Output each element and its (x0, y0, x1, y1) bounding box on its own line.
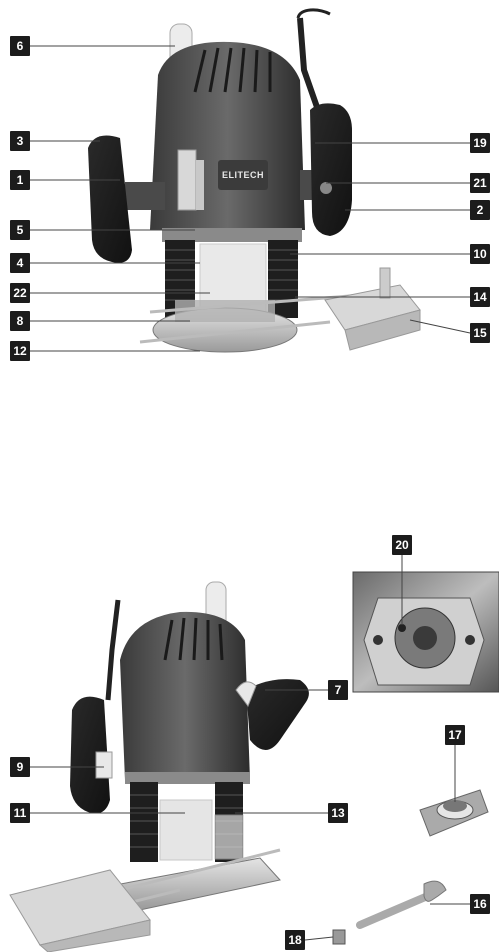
copy-ring (419, 789, 489, 837)
leader-lines (30, 45, 471, 941)
callout-22: 22 (10, 283, 30, 303)
callout-21: 21 (470, 173, 490, 193)
callout-20: 20 (392, 535, 412, 555)
callout-13: 13 (328, 803, 348, 823)
collet-nut (332, 929, 346, 945)
callout-3: 3 (10, 131, 30, 151)
callout-7: 7 (328, 680, 348, 700)
callout-17: 17 (445, 725, 465, 745)
callout-11: 11 (10, 803, 30, 823)
collet-photo (352, 571, 499, 693)
router-top-view: ELITECH (88, 8, 421, 353)
wrench (356, 880, 447, 929)
callout-14: 14 (470, 287, 490, 307)
callout-4: 4 (10, 253, 30, 273)
callout-5: 5 (10, 220, 30, 240)
callout-8: 8 (10, 311, 30, 331)
callout-9: 9 (10, 757, 30, 777)
brand-label: ELITECH (222, 170, 264, 180)
callout-16: 16 (470, 894, 490, 914)
callout-12: 12 (10, 341, 30, 361)
callout-2: 2 (470, 200, 490, 220)
callout-1: 1 (10, 170, 30, 190)
callout-19: 19 (470, 133, 490, 153)
router-side-view (9, 581, 309, 952)
callout-15: 15 (470, 323, 490, 343)
callout-6: 6 (10, 36, 30, 56)
callout-10: 10 (470, 244, 490, 264)
callout-18: 18 (285, 930, 305, 950)
